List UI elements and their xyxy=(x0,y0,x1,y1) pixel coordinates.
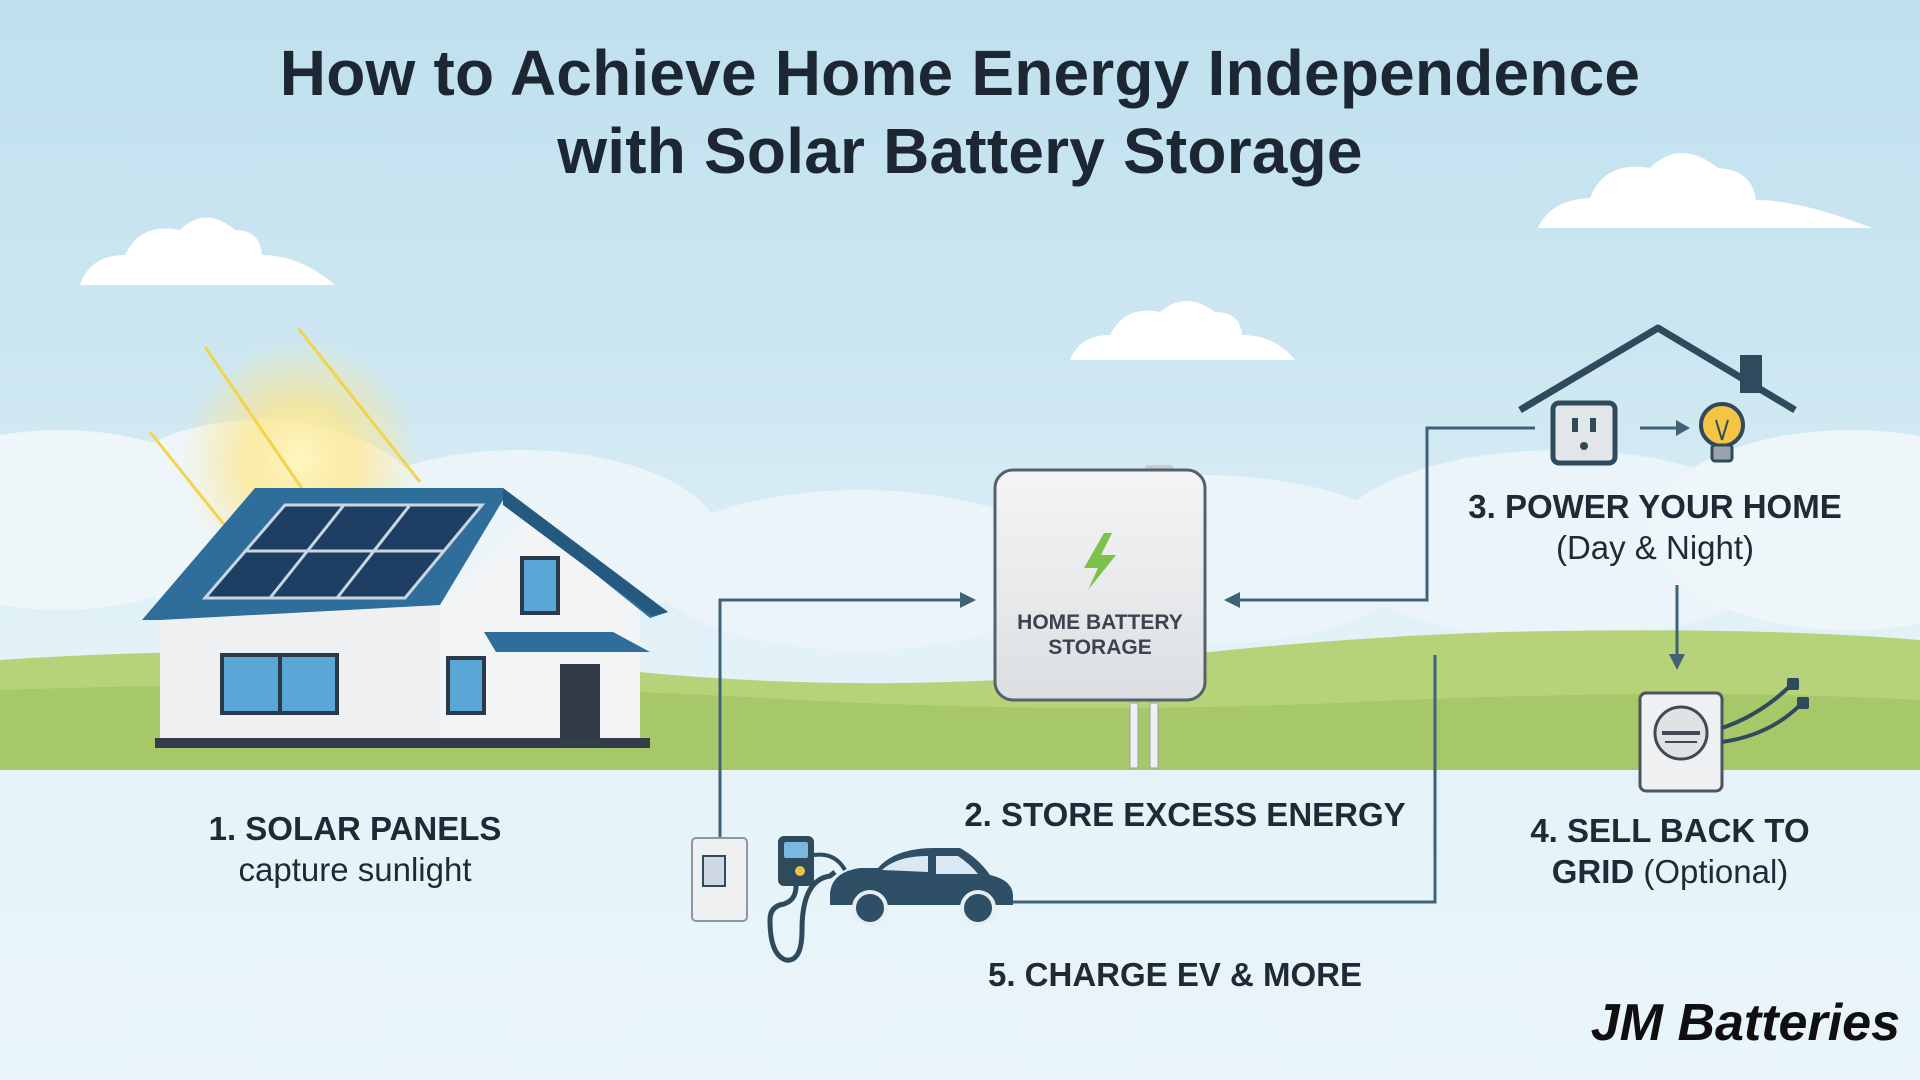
solar-panel-icon xyxy=(201,503,486,600)
wall-panel-icon xyxy=(691,837,748,922)
step-4-heading-2: GRID xyxy=(1551,853,1635,890)
step-5-label: 5. CHARGE EV & MORE xyxy=(900,954,1450,995)
battery-label: HOME BATTERY STORAGE xyxy=(995,610,1205,660)
step-4-subtext: (Optional) xyxy=(1643,853,1789,890)
step-3-label: 3. POWER YOUR HOME (Day & Night) xyxy=(1420,486,1890,568)
step-1-subtext: capture sunlight xyxy=(238,851,472,888)
step-1-label: 1. SOLAR PANELS capture sunlight xyxy=(170,808,540,890)
step-2-label: 2. STORE EXCESS ENERGY xyxy=(890,794,1480,835)
electric-meter-icon xyxy=(1638,678,1809,793)
battery-label-line-2: STORAGE xyxy=(1048,636,1152,659)
brand-logo-text: JM Batteries xyxy=(1590,994,1900,1052)
page-title-line-1: How to Achieve Home Energy Independence xyxy=(279,37,1641,109)
step-5-heading: 5. CHARGE EV & MORE xyxy=(987,956,1363,993)
step-4-label: 4. SELL BACK TO GRID (Optional) xyxy=(1470,810,1870,892)
car-icon xyxy=(830,848,1013,926)
page-title-line-2: with Solar Battery Storage xyxy=(557,115,1363,187)
step-3-heading: 3. POWER YOUR HOME xyxy=(1468,488,1842,525)
outlet-icon xyxy=(1550,400,1618,466)
lightning-bolt-icon xyxy=(1084,533,1116,590)
flow-lines xyxy=(718,420,1690,904)
step-2-heading: 2. STORE EXCESS ENERGY xyxy=(964,796,1406,833)
home-battery-unit xyxy=(993,465,1207,769)
solar-house xyxy=(142,488,668,748)
step-4-heading: 4. SELL BACK TO xyxy=(1530,812,1810,849)
light-bulb-icon xyxy=(1699,402,1745,463)
step-3-subtext: (Day & Night) xyxy=(1555,529,1755,566)
step-1-heading: 1. SOLAR PANELS xyxy=(208,810,502,847)
ev-charger-icon xyxy=(767,836,847,963)
home-outline xyxy=(1518,324,1797,466)
battery-label-line-1: HOME BATTERY xyxy=(1017,611,1183,634)
cloud-icon xyxy=(80,153,1872,360)
